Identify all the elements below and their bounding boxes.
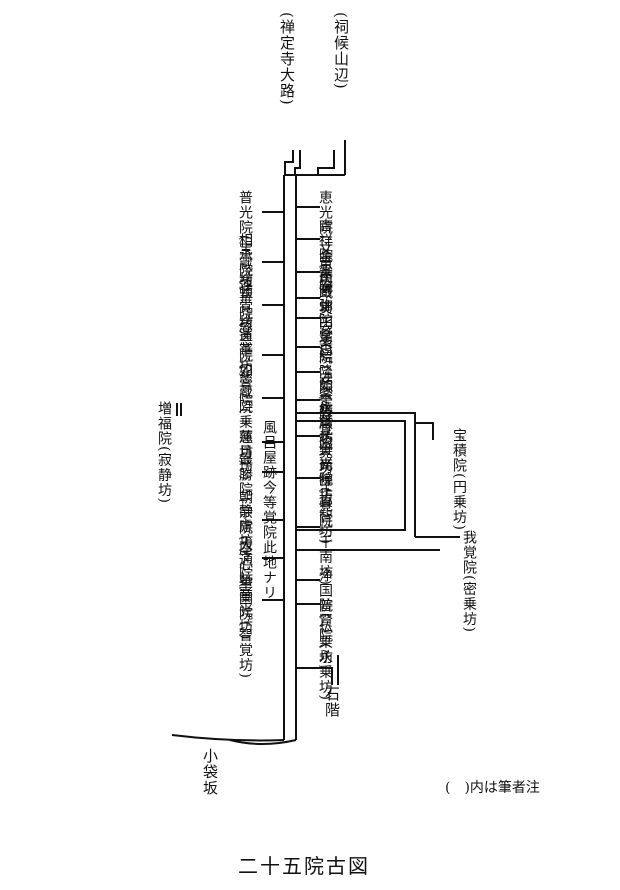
left-label-9: 華園院(智覚坊) bbox=[237, 576, 253, 679]
stairs-label: 石階 bbox=[323, 686, 341, 718]
right-label-3: 阿弥陀堂口 bbox=[317, 283, 333, 358]
branch-road-outer bbox=[296, 412, 416, 537]
footnote: ( )内は筆者注 bbox=[445, 780, 540, 796]
right-label-7: 等覚院(南禅坊) bbox=[317, 406, 333, 509]
branch-label-0: 宝積院(円乗坊) bbox=[451, 428, 467, 531]
right-label-5: 紹隆院(永厳坊) bbox=[317, 349, 333, 452]
left-label-6: 最勝院(静慮坊) bbox=[237, 452, 253, 555]
street-label-2: (祠候山辺) bbox=[332, 12, 350, 90]
right-label-4: 安楽院(安楽坊) bbox=[317, 320, 333, 423]
left-label-8: 大通院(華光坊) bbox=[237, 537, 253, 640]
right-label-8: 実光院(真智坊) bbox=[317, 442, 333, 545]
left-label-7: 朝宗院(座心坊) bbox=[237, 490, 253, 593]
right-label-2: 金乗院(実円坊) bbox=[317, 249, 333, 352]
connector-line bbox=[317, 150, 335, 175]
branch-road-inner bbox=[296, 420, 406, 531]
branch-label-1: 我覚院(密乗坊) bbox=[461, 530, 477, 633]
inscription-label: 風呂屋跡今等覚院此地ナリ bbox=[261, 420, 277, 600]
left-label-1: 相承院(頓覚坊) bbox=[237, 233, 253, 336]
left-label-2: 蓮華院(蓮華坊) bbox=[237, 276, 253, 379]
bottom-curve bbox=[171, 734, 285, 742]
street-label-1: (禅定寺大路) bbox=[278, 12, 296, 106]
lower-label-1: 普賢院(永乗坊) bbox=[317, 598, 333, 701]
stairs-line bbox=[296, 667, 333, 685]
left-label-0: 普光院(宝蔵坊) bbox=[237, 190, 253, 293]
right-label-9: 正覚院(千南坊) bbox=[317, 483, 333, 586]
left-label-5: 増福院(寂静坊) bbox=[156, 401, 172, 504]
left-label-4: 如意院(乗蓮坊) bbox=[237, 363, 253, 466]
figure-caption: 二十五院古図 bbox=[238, 854, 370, 878]
left-entrance-line bbox=[284, 150, 294, 175]
right-label-0: 恵光院(文恵坊) bbox=[317, 190, 333, 293]
right-label-6: 如是院(悉覚坊) bbox=[317, 378, 333, 481]
lower-label-0: 浄国院(仏乗坊) bbox=[317, 568, 333, 671]
left-label-3: 慈恩院(慈蔵院・慈月坊) bbox=[237, 318, 253, 481]
slope-label: 小袋坂 bbox=[201, 748, 219, 796]
right-label-1: 吉祥院(南蔵坊) bbox=[317, 218, 333, 321]
right-entrance-line bbox=[294, 150, 301, 175]
